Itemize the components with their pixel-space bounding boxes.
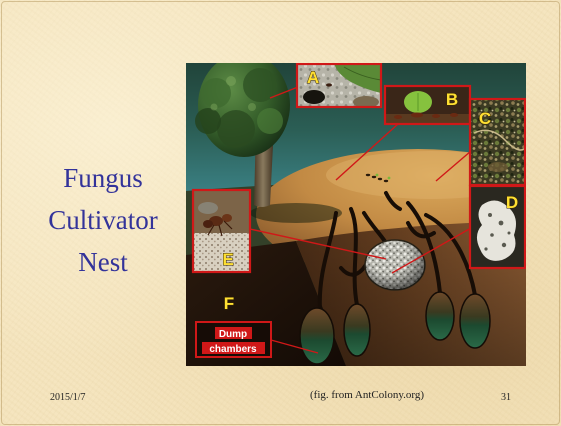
chamber xyxy=(344,304,370,356)
figure-caption: (fig. from AntColony.org) xyxy=(287,389,447,401)
title-line-2: Cultivator xyxy=(13,199,193,241)
title-line-3: Nest xyxy=(13,241,193,283)
chamber xyxy=(300,308,334,364)
label-a: A xyxy=(307,68,319,87)
dump-label-line-2: chambers xyxy=(209,344,257,355)
fungus-garden xyxy=(365,240,425,290)
nest-illustration: A B C D E F Dump chambers xyxy=(186,63,526,366)
label-c: C xyxy=(479,109,491,128)
slide-date: 2015/1/7 xyxy=(50,392,86,403)
label-d: D xyxy=(506,193,518,212)
label-f: F xyxy=(224,294,234,313)
chamber xyxy=(426,292,454,340)
dump-chambers-callout: Dump chambers xyxy=(196,322,271,357)
chamber xyxy=(460,294,490,348)
slide-title: Fungus Cultivator Nest xyxy=(13,157,193,283)
title-line-1: Fungus xyxy=(13,157,193,199)
label-b: B xyxy=(446,90,458,109)
page-number: 31 xyxy=(501,392,511,403)
label-e: E xyxy=(222,250,233,269)
dump-label-line-1: Dump xyxy=(219,329,247,340)
